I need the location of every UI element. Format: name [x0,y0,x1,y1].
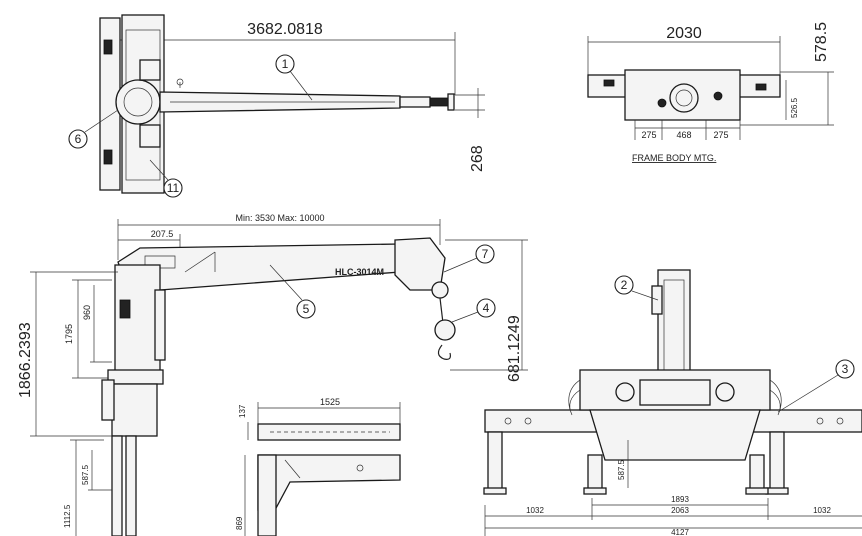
top-view: 3682.0818 268 [99,14,486,194]
column-height-dim: 1795 [64,324,74,344]
svg-text:7: 7 [482,247,489,261]
svg-text:4: 4 [483,301,490,315]
boom-offset-dim: 207.5 [151,229,174,239]
reach-range-dim: Min: 3530 Max: 10000 [235,213,324,223]
callout-6: 6 [68,129,88,149]
hook-drop-dim: 681.1249 [506,315,523,382]
overall-length-dim: 3682.0818 [247,21,323,38]
right-ext-dim: 1032 [813,506,831,515]
callout-3: 3 [835,359,855,379]
rear-column [657,269,691,381]
inner-span-dim: 1893 [671,495,689,504]
spacing-mid-dim: 468 [676,130,691,140]
callout-7: 7 [475,244,495,264]
offset-dim: 268 [469,145,486,172]
total-height-dim: 1866.2393 [17,322,34,398]
svg-text:3: 3 [842,362,849,376]
detail-depth-dim: 137 [238,404,247,418]
rear-frame [589,409,761,461]
slewing-ring [115,79,161,125]
frame-caption: FRAME BODY MTG. [632,153,716,163]
outer-span-dim: 2063 [671,506,689,515]
detail-view: 1525 137 869 [235,397,401,536]
callouts: 1 2 3 4 5 6 7 [68,54,855,413]
svg-text:6: 6 [75,132,82,146]
detail-length-dim: 1525 [320,397,340,407]
callout-4: 4 [476,298,496,318]
left-ext-dim: 1032 [526,506,544,515]
frame-inner-height-dim: 526.5 [790,97,799,118]
hook [437,344,451,360]
svg-text:11: 11 [167,181,180,195]
spacing-right-dim: 275 [713,130,728,140]
rear-view: 587.5 1893 2063 4127 1032 1032 [483,269,862,536]
total-span-dim: 4127 [671,528,689,536]
upper-height-dim: 960 [82,305,92,320]
svg-text:1: 1 [282,57,289,71]
leg-lower-dim: 587.5 [81,464,90,485]
detail-bracket [257,454,401,511]
rear-leg-height-dim: 587.5 [617,459,626,480]
crane-column [114,264,161,376]
frame-height-dim: 578.5 [813,22,830,62]
model-label: HLC-3014M [335,267,384,277]
side-view: Min: 3530 Max: 10000 207.5 HLC-3014M 186… [17,213,528,536]
callout-1: 1 [275,54,295,74]
spacing-left-dim: 275 [641,130,656,140]
callout-5: 5 [296,299,316,319]
outrigger-leg [111,435,123,536]
leg-height-dim: 1112.5 [63,504,72,528]
frame-view: 2030 578.5 526.5 275 468 275 FRAME BODY … [587,22,834,163]
svg-text:5: 5 [303,302,310,316]
frame-width-dim: 2030 [666,25,702,42]
detail-height-dim: 869 [235,516,244,530]
svg-text:2: 2 [621,278,628,292]
callout-11: 11 [163,178,183,198]
callout-2: 2 [614,275,634,295]
